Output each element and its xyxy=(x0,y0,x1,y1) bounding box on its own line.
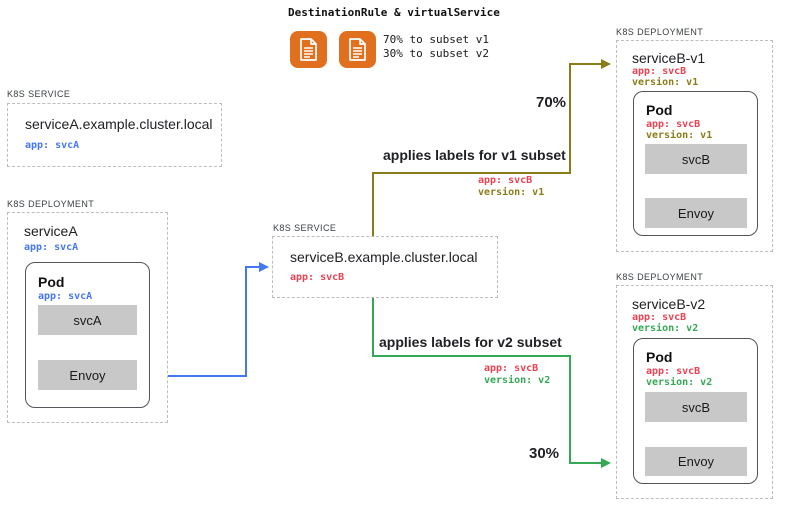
service-a-kind-label: K8S SERVICE xyxy=(7,89,71,99)
pod-b-v1-version-label: version: v1 xyxy=(646,130,713,141)
deployment-b-v2-name: serviceB-v2 xyxy=(632,296,706,312)
deployment-a-kind-label: K8S DEPLOYMENT xyxy=(7,199,95,209)
service-b-name: serviceB.example.cluster.local xyxy=(290,249,478,265)
deployment-b-v1-app-label: app: svcB xyxy=(632,66,687,77)
v2-app-label: app: svcB xyxy=(484,363,539,374)
pod-a-app-label: app: svcA xyxy=(38,291,93,302)
v2-caption: applies labels for v2 subset xyxy=(379,334,562,350)
service-a-name: serviceA.example.cluster.local xyxy=(25,116,213,132)
split-line-v1: 70% to subset v1 xyxy=(383,33,489,46)
v2-version-label: version: v2 xyxy=(484,375,551,386)
v1-app-label: app: svcB xyxy=(478,175,533,186)
traffic-arrow-v1-head xyxy=(601,59,611,69)
traffic-arrow-blue-head xyxy=(259,262,269,272)
deployment-b-v2-version-label: version: v2 xyxy=(632,323,699,334)
traffic-split-note: 70% to subset v1 30% to subset v2 xyxy=(383,33,489,61)
container-envoy-a: Envoy xyxy=(38,360,137,390)
service-a-box xyxy=(7,103,222,167)
container-svca: svcA xyxy=(38,305,137,335)
container-envoy-b-v1: Envoy xyxy=(645,198,747,228)
pod-b-v1-app-label: app: svcB xyxy=(646,119,701,130)
container-envoy-b-v2: Envoy xyxy=(645,447,747,476)
service-b-app-label: app: svcB xyxy=(290,272,345,283)
split-line-v2: 30% to subset v2 xyxy=(383,47,489,60)
pod-a-title: Pod xyxy=(38,274,65,290)
pod-b-v2-app-label: app: svcB xyxy=(646,366,701,377)
deployment-b-v1-version-label: version: v1 xyxy=(632,77,699,88)
deployment-a-app-label: app: svcA xyxy=(24,242,79,253)
rules-title: DestinationRule & virtualService xyxy=(288,6,500,19)
service-a-app-label: app: svcA xyxy=(25,140,80,151)
destinationrule-document-icon xyxy=(290,31,327,68)
container-svcb-v1: svcB xyxy=(645,144,747,174)
v1-percent-label: 70% xyxy=(536,94,567,111)
pod-b-v2-version-label: version: v2 xyxy=(646,377,713,388)
pod-b-v1-title: Pod xyxy=(646,102,673,118)
deployment-b-v2-kind-label: K8S DEPLOYMENT xyxy=(616,272,704,282)
document-icon xyxy=(300,38,317,61)
deployment-b-v1-name: serviceB-v1 xyxy=(632,50,706,66)
service-b-kind-label: K8S SERVICE xyxy=(273,223,337,233)
container-svcb-v2: svcB xyxy=(645,392,747,422)
service-b-box xyxy=(272,236,498,298)
deployment-b-v1-kind-label: K8S DEPLOYMENT xyxy=(616,27,704,37)
document-icon xyxy=(349,38,366,61)
v1-caption: applies labels for v1 subset xyxy=(383,147,566,163)
deployment-a-name: serviceA xyxy=(24,223,78,239)
deployment-b-v2-app-label: app: svcB xyxy=(632,312,687,323)
pod-b-v2-title: Pod xyxy=(646,349,673,365)
v2-percent-label: 30% xyxy=(529,445,560,462)
v1-version-label: version: v1 xyxy=(478,187,545,198)
virtualservice-document-icon xyxy=(339,31,376,68)
traffic-arrow-v2-head xyxy=(601,458,611,468)
